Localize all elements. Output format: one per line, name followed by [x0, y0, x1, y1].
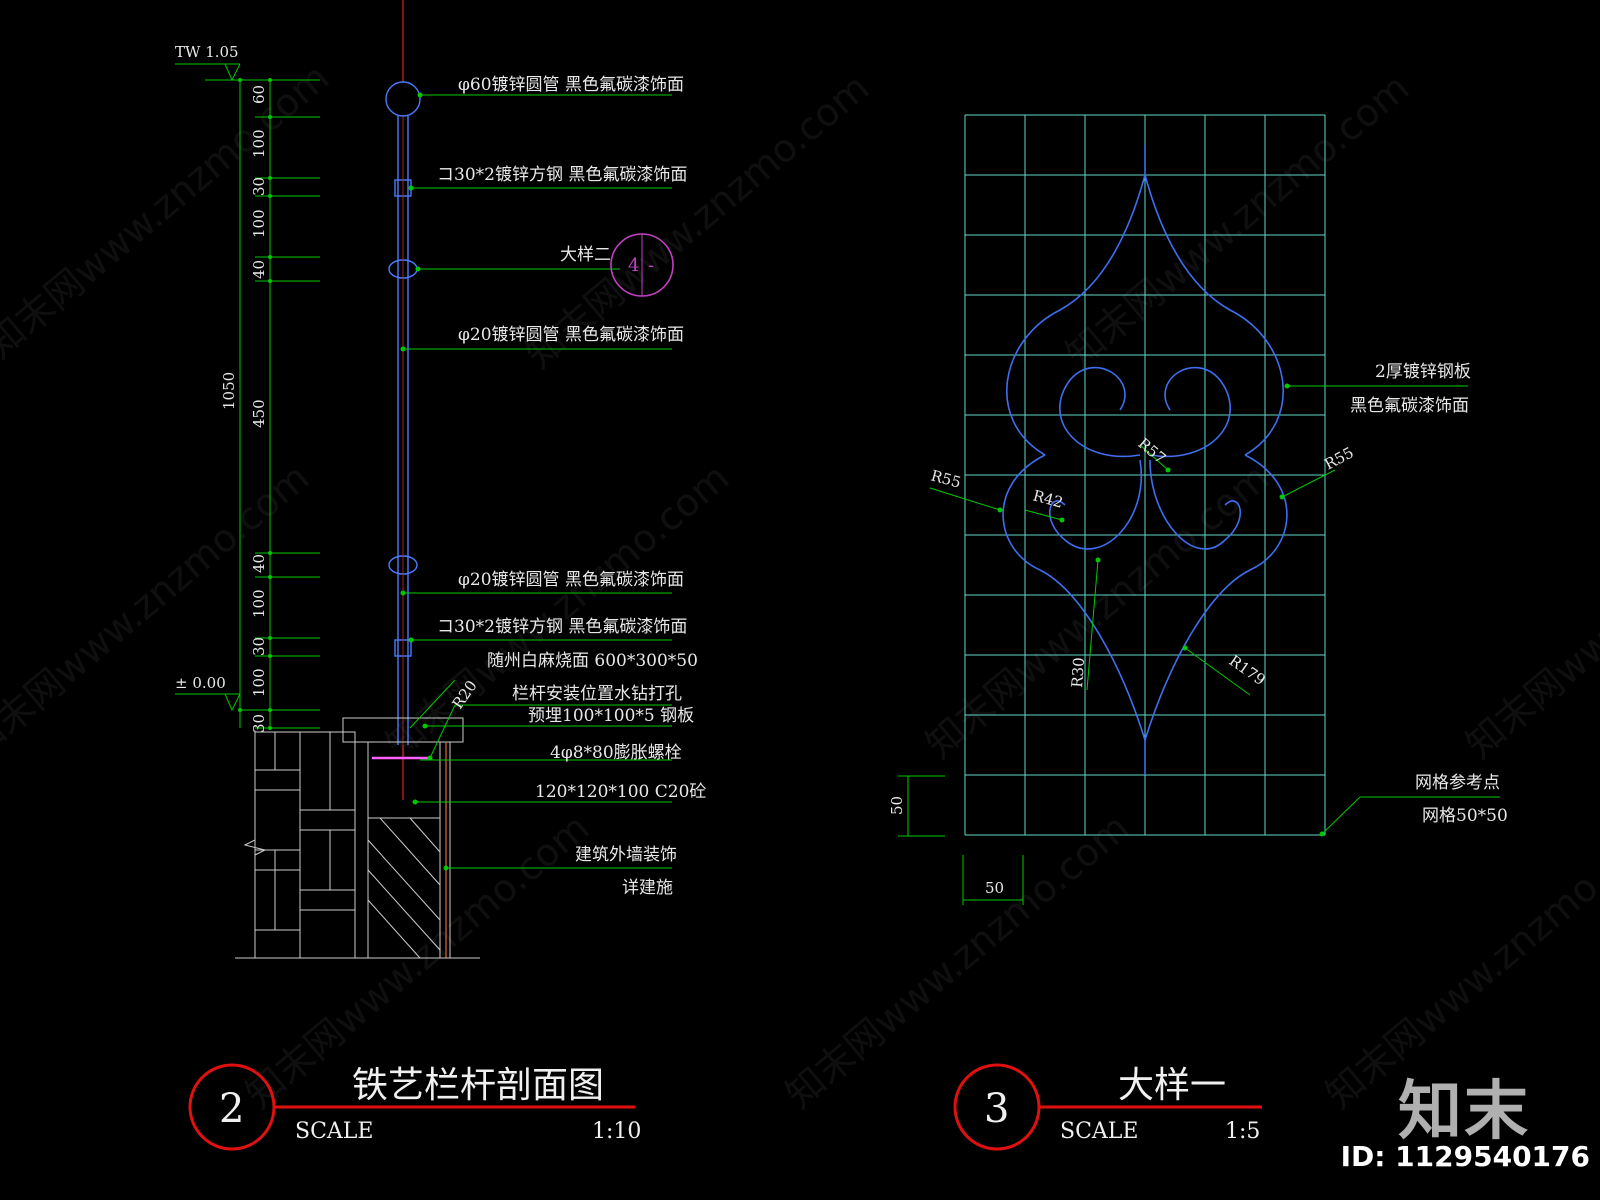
dim-40: 40 [250, 260, 268, 279]
watermark: 知末网www.znzmo.com [1458, 455, 1600, 767]
grid-dimensions [898, 775, 1024, 905]
watermark: 知末网www.znzmo.com [1058, 65, 1418, 377]
note-see-arch: 详建施 [622, 878, 673, 898]
label-plate: 2厚镀锌钢板 [1375, 362, 1471, 382]
label-r55-left: R55 [929, 466, 963, 491]
note-anchor-bolt: 4φ8*80膨胀螺栓 [550, 743, 682, 763]
dim-100: 100 [250, 668, 268, 697]
section-scale-label: SCALE [295, 1119, 373, 1144]
note-baluster-upper: φ20镀锌圆管 黑色氟碳漆饰面 [458, 325, 684, 345]
radius-arrowheads [997, 383, 1325, 837]
dim-60: 60 [250, 85, 268, 104]
label-finish: 黑色氟碳漆饰面 [1350, 396, 1469, 416]
label-r30: R30 [1068, 657, 1088, 689]
wall-brick-pattern [235, 731, 480, 959]
section-title-name: 铁艺栏杆剖面图 [352, 1065, 604, 1106]
note-stone-cap: 随州白麻烧面 600*300*50 [487, 651, 698, 671]
section-title-block: 2 铁艺栏杆剖面图 SCALE 1:10 [188, 1063, 641, 1151]
detail-title-name: 大样一 [1118, 1065, 1226, 1106]
ornament-scroll-upper-left [1059, 366, 1141, 458]
ornament-outer-upper-right [1144, 174, 1284, 456]
label-grid-ref: 网格参考点 [1415, 773, 1500, 793]
section-scale-value: 1:10 [592, 1119, 641, 1144]
dim-30: 30 [250, 637, 268, 656]
note-detail-ref: 大样二 [560, 245, 611, 265]
detail-callout-tag: 4 - [610, 233, 674, 297]
note-square-tube-lower: コ30*2镀锌方钢 黑色氟碳漆饰面 [437, 617, 687, 637]
radius-leaders [929, 385, 1500, 835]
image-id: ID: 1129540176 [1340, 1140, 1590, 1173]
section-title-number: 2 [219, 1086, 244, 1132]
note-square-tube-upper: コ30*2镀锌方钢 黑色氟碳漆饰面 [437, 165, 687, 185]
watermark: 知末网www.znzmo.com [918, 455, 1278, 767]
label-r55-right: R55 [1321, 443, 1356, 473]
ornament-scroll-upper-right [1149, 366, 1231, 458]
dim-40: 40 [250, 554, 268, 573]
detail-tag-sheet: - [648, 255, 654, 276]
ornament-outer-lower-right [1144, 454, 1288, 741]
detail-title-number: 3 [984, 1086, 1009, 1132]
label-r179: R179 [1226, 652, 1269, 690]
dimension-lines [239, 79, 320, 729]
railing-section-drawing: TW 1.05 ± 0.00 [175, 0, 706, 1151]
elevation-top-label: TW 1.05 [175, 43, 239, 61]
note-baluster-lower: φ20镀锌圆管 黑色氟碳漆饰面 [458, 570, 684, 590]
ornament-scroll-lower-left [1049, 459, 1143, 550]
note-embed-plate: 预埋100*100*5 钢板 [528, 706, 694, 726]
brand-logo: 知末 [1398, 1075, 1530, 1149]
note-top-tube: φ60镀锌圆管 黑色氟碳漆饰面 [458, 75, 684, 95]
ornament-outer-upper-left [1006, 174, 1146, 456]
dim-100: 100 [250, 209, 268, 238]
note-drill-hole: 栏杆安装位置水钻打孔 [512, 684, 682, 704]
dim-100: 100 [250, 589, 268, 618]
dim-450: 450 [250, 399, 268, 428]
dim-100: 100 [250, 129, 268, 158]
ornament-outer-lower-left [1002, 454, 1146, 741]
note-concrete: 120*120*100 C20砼 [535, 782, 706, 802]
top-round-tube [385, 81, 421, 117]
dim-30: 30 [250, 714, 268, 733]
label-r42: R42 [1031, 486, 1065, 511]
ornament-scroll-lower-right [1149, 459, 1241, 550]
watermark: 知末网www.znzmo.com [0, 55, 337, 367]
dim-grid-vertical: 50 [888, 796, 906, 815]
ornament-curves [1002, 145, 1288, 775]
leader-lines [403, 94, 672, 869]
detail-scale-value: 1:5 [1225, 1119, 1260, 1144]
dimension-ticks [238, 78, 272, 730]
detail-title-block: 3 大样一 SCALE 1:5 [953, 1063, 1262, 1151]
label-grid-size: 网格50*50 [1422, 806, 1508, 826]
elevation-marker-base [175, 693, 241, 712]
detail-tag-number: 4 [628, 255, 639, 276]
dim-total-1050: 1050 [220, 372, 238, 410]
detail-scale-label: SCALE [1060, 1119, 1138, 1144]
dim-30: 30 [250, 177, 268, 196]
note-wall-finish: 建筑外墙装饰 [575, 845, 677, 865]
elevation-base-label: ± 0.00 [175, 674, 226, 692]
leader-dots [400, 92, 449, 871]
stone-cap [342, 717, 464, 743]
watermark: 知末网www.znzmo.com [778, 805, 1138, 1117]
dim-grid-horizontal: 50 [985, 879, 1004, 897]
